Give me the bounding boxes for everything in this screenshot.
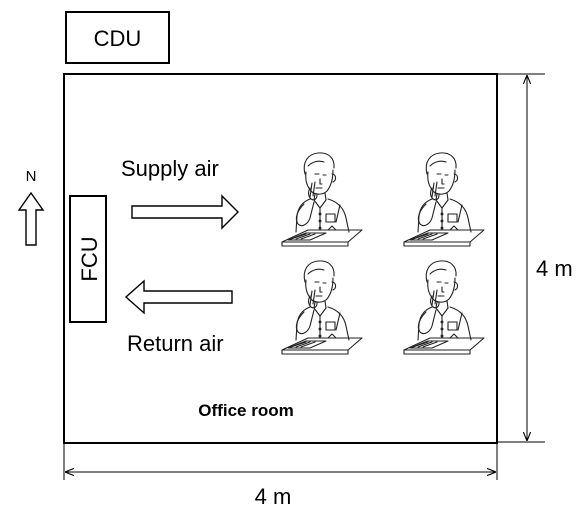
cdu-box — [65, 11, 170, 64]
height-dimension: 4 m — [496, 73, 573, 443]
return-air-flow: Return air — [124, 279, 233, 356]
return-arrow-icon — [124, 279, 233, 315]
supply-arrow-icon — [131, 194, 239, 230]
cdu-label: CDU — [94, 26, 142, 51]
room-outline — [63, 73, 498, 444]
supply-air-label: Supply air — [121, 156, 219, 181]
width-dimension: 4 m — [63, 444, 498, 509]
cdu-unit: CDU — [65, 11, 170, 64]
fcu-label: FCU — [77, 236, 102, 281]
occupant-icon — [403, 260, 485, 355]
office-room-label: Office room — [198, 401, 293, 420]
north-arrow-icon — [17, 191, 45, 246]
height-dimension-label: 4 m — [536, 256, 573, 281]
fcu-box — [69, 195, 107, 323]
fcu-unit: FCU — [69, 195, 107, 323]
occupant-icon — [403, 152, 485, 247]
width-dimension-label: 4 m — [255, 484, 292, 509]
return-air-label: Return air — [127, 331, 224, 356]
occupant-icon — [281, 152, 363, 247]
north-label: N — [26, 168, 37, 185]
occupant-icon — [281, 260, 363, 355]
supply-air-flow: Supply air — [121, 156, 239, 230]
north-indicator: N — [17, 168, 45, 246]
occupants-group — [281, 152, 485, 355]
